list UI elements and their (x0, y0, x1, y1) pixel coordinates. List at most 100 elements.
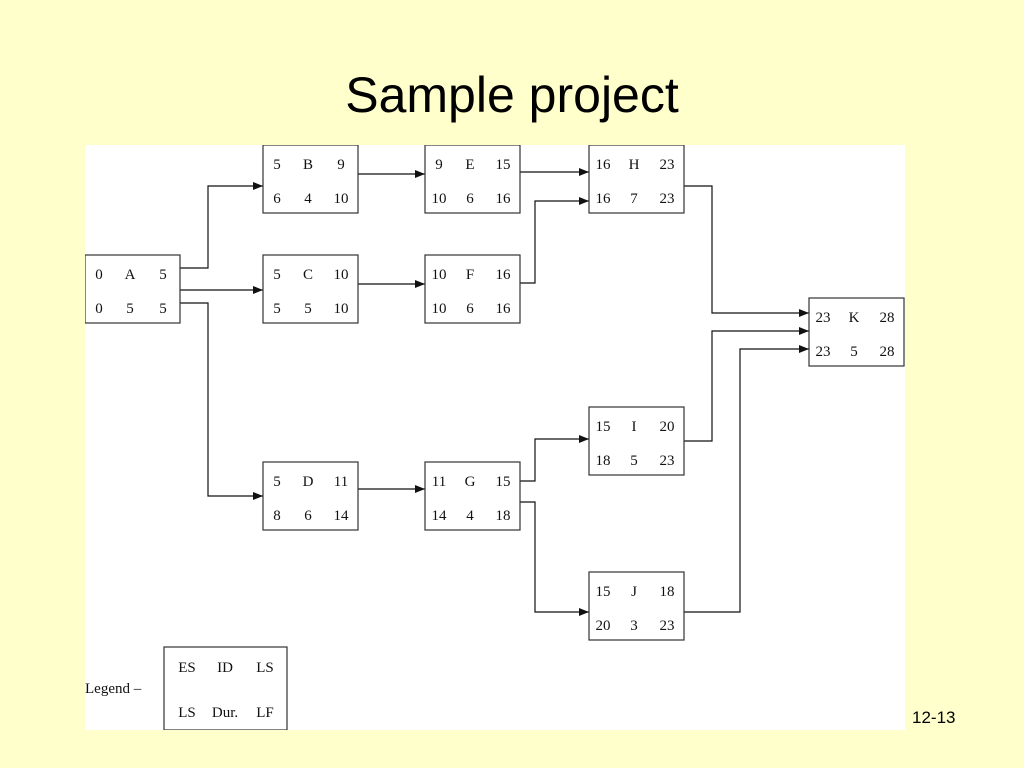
node-b-bottom-duration: 4 (304, 191, 312, 207)
node-k-top-lf: 28 (880, 310, 895, 326)
node-h-top-label: H (629, 157, 640, 173)
node-c-bottom-lf: 10 (334, 301, 349, 317)
node-d-bottom-ls: 8 (273, 508, 281, 524)
activity-node-box (85, 254, 181, 324)
activity-node-f: 10 F 16 10 6 16 (424, 254, 521, 324)
node-f-top-label: F (466, 267, 474, 283)
node-g-bottom-duration: 4 (466, 508, 474, 524)
activity-node-box (424, 461, 521, 531)
node-j-top-es: 15 (596, 584, 611, 600)
edges-layer (180, 168, 809, 616)
node-i-top-es: 15 (596, 419, 611, 435)
node-k-bottom-ls: 23 (816, 344, 831, 360)
node-a-top-es: 0 (95, 267, 103, 283)
node-g-bottom-lf: 18 (496, 508, 511, 524)
node-a-top-lf: 5 (159, 267, 167, 283)
slide-number: 12-13 (912, 708, 956, 727)
node-j-top-label: J (631, 584, 637, 600)
edge-f-to-h (520, 197, 589, 284)
node-j-bottom-duration: 3 (630, 618, 638, 634)
legend-lf: LF (256, 705, 274, 721)
node-c-bottom-ls: 5 (273, 301, 281, 317)
activity-node-box (424, 145, 521, 214)
node-a-bottom-lf: 5 (159, 301, 167, 317)
node-e-top-lf: 15 (496, 157, 511, 173)
node-b-bottom-lf: 10 (334, 191, 349, 207)
activity-node-box (808, 297, 905, 367)
node-f-bottom-lf: 16 (496, 301, 512, 317)
node-g-top-label: G (465, 474, 476, 490)
node-f-top-lf: 16 (496, 267, 512, 283)
legend-ls-top: LS (256, 660, 274, 676)
node-c-top-lf: 10 (334, 267, 349, 283)
node-i-bottom-lf: 23 (660, 453, 675, 469)
activity-node-box (424, 254, 521, 324)
node-h-bottom-lf: 23 (660, 191, 675, 207)
edge-j-to-k (684, 345, 809, 613)
node-e-top-es: 9 (435, 157, 443, 173)
node-c-bottom-duration: 5 (304, 301, 312, 317)
node-j-bottom-lf: 23 (660, 618, 675, 634)
node-d-top-lf: 11 (334, 474, 348, 490)
legend-ls-bottom: LS (178, 705, 196, 721)
legend-duration: Dur. (212, 705, 238, 721)
activity-node-box (262, 254, 359, 324)
node-c-top-label: C (303, 267, 313, 283)
activity-node-b: 5 B 9 6 4 10 (262, 145, 359, 214)
node-f-top-es: 10 (432, 267, 447, 283)
node-k-top-es: 23 (816, 310, 831, 326)
node-a-bottom-duration: 5 (126, 301, 134, 317)
node-i-bottom-ls: 18 (596, 453, 611, 469)
node-g-bottom-ls: 14 (432, 508, 448, 524)
node-h-top-lf: 23 (660, 157, 675, 173)
node-f-bottom-ls: 10 (432, 301, 447, 317)
node-k-bottom-duration: 5 (850, 344, 858, 360)
legend-id: ID (217, 660, 233, 676)
edge-h-to-k (684, 185, 809, 317)
node-a-bottom-ls: 0 (95, 301, 103, 317)
node-i-top-label: I (632, 419, 637, 435)
node-f-bottom-duration: 6 (466, 301, 474, 317)
node-d-bottom-lf: 14 (334, 508, 350, 524)
legend-es: ES (178, 660, 196, 676)
node-c-top-es: 5 (273, 267, 281, 283)
activity-node-box (588, 406, 685, 476)
edge-g-to-j (520, 501, 589, 616)
node-b-bottom-ls: 6 (273, 191, 281, 207)
activity-node-box (588, 571, 685, 641)
node-h-top-es: 16 (596, 157, 612, 173)
activity-node-a: 0 A 5 0 5 5 (85, 254, 181, 324)
node-a-top-label: A (125, 267, 136, 283)
node-j-top-lf: 18 (660, 584, 675, 600)
slide-title: Sample project (345, 67, 679, 123)
node-e-bottom-ls: 10 (432, 191, 447, 207)
activity-node-box (588, 145, 685, 214)
legend-label: Legend – (85, 681, 142, 697)
node-e-top-label: E (465, 157, 474, 173)
activity-node-box (262, 145, 359, 214)
edge-i-to-k (684, 327, 809, 442)
node-d-top-label: D (303, 474, 314, 490)
node-g-top-lf: 15 (496, 474, 511, 490)
node-b-top-es: 5 (273, 157, 281, 173)
activity-node-box (262, 461, 359, 531)
node-h-bottom-ls: 16 (596, 191, 612, 207)
node-j-bottom-ls: 20 (596, 618, 611, 634)
edge-g-to-i (520, 435, 589, 482)
node-b-top-lf: 9 (337, 157, 345, 173)
node-k-bottom-lf: 28 (880, 344, 895, 360)
node-i-top-lf: 20 (660, 419, 675, 435)
edge-a-to-d (180, 302, 263, 500)
node-b-top-label: B (303, 157, 313, 173)
legend-box (163, 646, 288, 730)
node-e-bottom-duration: 6 (466, 191, 474, 207)
